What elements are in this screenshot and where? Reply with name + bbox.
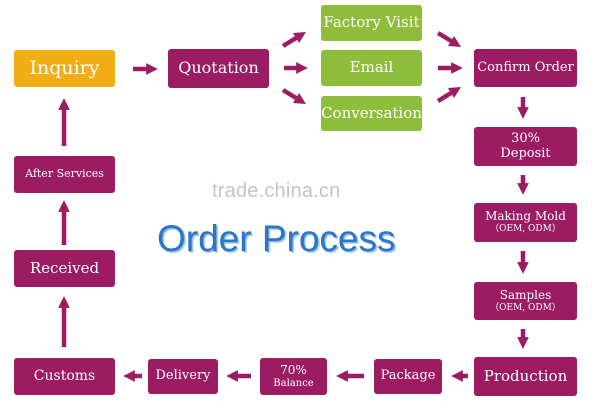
- step-quotation: Quotation: [168, 49, 269, 88]
- step-after-services: After Services: [14, 156, 115, 193]
- step-factory-visit-label: Factory Visit: [323, 13, 420, 32]
- step-samples: Samples （OEM, ODM）: [474, 282, 577, 320]
- diagram-title: Order Process: [157, 218, 396, 259]
- step-samples-sub: （OEM, ODM）: [490, 302, 561, 313]
- step-customs-label: Customs: [33, 368, 96, 385]
- arrow-quotation-factory: [281, 31, 306, 48]
- step-package-label: Package: [380, 368, 436, 384]
- arrow-quotation-conversation: [281, 88, 306, 105]
- step-inquiry: Inquiry: [14, 50, 115, 87]
- step-deposit-percent: 30%: [511, 130, 540, 146]
- step-package: Package: [374, 359, 442, 394]
- step-quotation-label: Quotation: [178, 58, 259, 78]
- step-production-label: Production: [483, 366, 568, 385]
- step-inquiry-label: Inquiry: [29, 56, 100, 79]
- step-delivery-label: Delivery: [155, 368, 211, 384]
- watermark: trade.china.cn: [212, 180, 341, 202]
- step-received-label: Received: [29, 258, 100, 277]
- step-balance-label: Balance: [273, 377, 314, 389]
- step-received: Received: [14, 250, 115, 287]
- step-making-mold-sub: （OEM, ODM）: [490, 224, 561, 235]
- step-deposit-label: Deposit: [500, 145, 551, 161]
- arrow-factory-confirm: [436, 31, 461, 48]
- step-making-mold: Making Mold （OEM, ODM）: [474, 203, 577, 242]
- step-production: Production: [474, 357, 577, 396]
- step-deposit: 30% Deposit: [474, 127, 577, 166]
- step-confirm-order: Confirm Order: [474, 49, 577, 87]
- step-email-label: Email: [349, 58, 394, 77]
- step-confirm-order-label: Confirm Order: [477, 59, 574, 75]
- arrow-conversation-confirm: [436, 86, 461, 103]
- step-email: Email: [321, 50, 422, 86]
- step-balance: 70% Balance: [260, 358, 327, 395]
- step-conversation: Conversation: [321, 96, 422, 131]
- step-delivery: Delivery: [148, 359, 218, 394]
- step-making-mold-label: Making Mold: [485, 209, 566, 224]
- step-after-services-label: After Services: [25, 167, 104, 181]
- step-factory-visit: Factory Visit: [321, 5, 422, 41]
- step-conversation-label: Conversation: [321, 103, 422, 122]
- step-customs: Customs: [14, 358, 115, 395]
- step-balance-percent: 70%: [280, 362, 307, 377]
- step-samples-label: Samples: [499, 287, 552, 302]
